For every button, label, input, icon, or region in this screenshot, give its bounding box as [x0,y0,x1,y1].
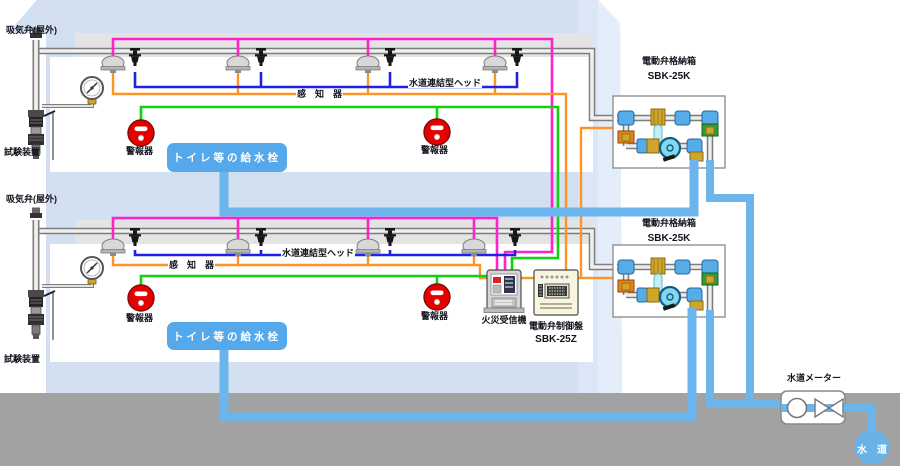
valve-box-model-floor1: SBK-25K [647,233,691,244]
head-line-label-floor2: 水道連結型ヘッド [408,78,483,88]
alarm-icon [127,119,155,147]
valve-box-title-floor1: 電動弁格納箱 [641,218,696,228]
intake-riser-test-assembly-floor2 [28,28,103,161]
intake-riser-test-assembly-floor1 [28,208,103,341]
supply-pipe-floor2 [33,47,620,122]
head-line-label-floor1: 水道連結型ヘッド [281,248,356,258]
toilet-tap-box-floor1: トイレ等の給水栓 [167,322,287,350]
detector-signal-wire-magenta [111,37,554,273]
test-device-label-floor1: 試験装置 [4,354,41,364]
detector-icon [355,55,381,74]
toilet-tap-label: トイレ等の給水栓 [173,330,281,343]
alarm-label: 警報器 [421,145,449,155]
motor-valve-box-floor1 [613,245,725,317]
water-meter-label: 水道メーター [786,373,841,383]
detector-line-label-floor2: 感 知 器 [296,89,344,99]
valve-control-panel [533,269,579,316]
test-device-label-floor2: 試験装置 [4,147,41,157]
alarm-label: 警報器 [126,146,154,156]
water-meter [780,390,876,430]
supply-pipe-floor1 [33,227,620,271]
intake-valve-label-floor1: 吸気弁(屋外) [6,194,57,204]
detector-icon [461,238,487,257]
alarm-icon [127,284,155,312]
toilet-tap-label: トイレ等の給水栓 [173,152,281,164]
fire-receiver [483,269,525,313]
motor-valve-box-floor2 [613,96,725,168]
water-main-circle [854,429,890,465]
detector-icon [482,55,508,74]
fire-receiver-label: 火災受信機 [481,315,527,325]
control-panel-model-label: SBK-25Z [535,334,577,345]
valve-bowtie-icon [814,397,831,419]
meter-dial-icon [786,397,808,419]
building-silhouette [46,0,622,393]
toilet-tap-box-floor2: トイレ等の給水栓 [167,143,287,172]
alarm-icon [423,118,451,146]
alarm-icon [423,283,451,311]
detector-icon [225,238,251,257]
detector-icon [100,238,126,257]
valve-box-title-floor2: 電動弁格納箱 [641,56,696,66]
pipe-shaft-strip [598,0,622,393]
detector-icon [355,238,381,257]
detector-icon [100,55,126,74]
detector-icon [225,55,251,74]
intake-valve-label-floor2: 吸気弁(屋外) [6,25,57,35]
alarm-label: 警報器 [421,311,449,321]
alarm-label: 警報器 [126,313,154,323]
alarm-wire-green [139,105,560,285]
water-main-label: 水 道 [857,445,887,456]
detector-line-label-floor1: 感 知 器 [168,260,216,270]
valve-bowtie-icon [827,397,844,419]
valve-box-model-floor2: SBK-25K [647,71,691,82]
water-pipes [219,160,783,422]
control-panel-label: 電動弁制御盤 [528,321,583,331]
